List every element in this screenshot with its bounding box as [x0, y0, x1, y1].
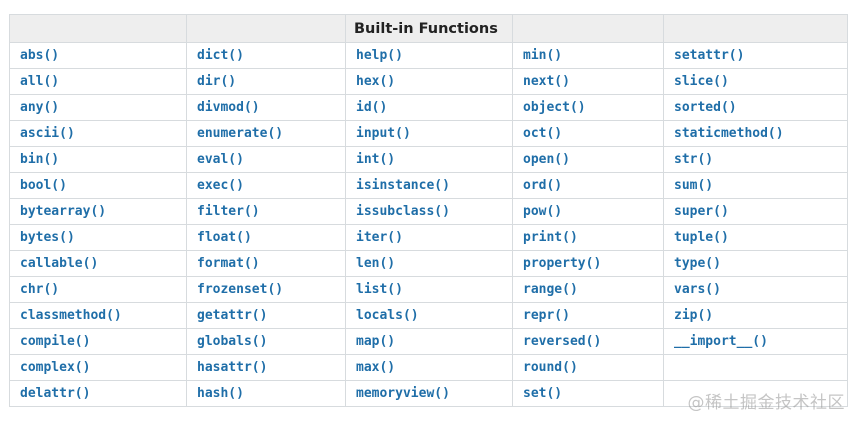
- function-link[interactable]: isinstance(): [345, 172, 513, 199]
- header-cell: [186, 14, 346, 43]
- table-body: abs()dict()help()min()setattr()all()dir(…: [9, 42, 848, 407]
- table-row: bytearray()filter()issubclass()pow()supe…: [9, 198, 848, 225]
- table-row: compile()globals()map()reversed()__impor…: [9, 328, 848, 355]
- function-link[interactable]: repr(): [512, 302, 664, 329]
- function-link[interactable]: __import__(): [663, 328, 848, 355]
- function-link[interactable]: list(): [345, 276, 513, 303]
- table-row: bool()exec()isinstance()ord()sum(): [9, 172, 848, 199]
- function-link[interactable]: compile(): [9, 328, 187, 355]
- function-link[interactable]: print(): [512, 224, 664, 251]
- function-link[interactable]: complex(): [9, 354, 187, 381]
- function-link[interactable]: bin(): [9, 146, 187, 173]
- function-link[interactable]: hash(): [186, 380, 346, 407]
- watermark: @稀土掘金技术社区: [687, 393, 845, 413]
- function-link[interactable]: memoryview(): [345, 380, 513, 407]
- empty-cell: [663, 354, 848, 381]
- table-row: all()dir()hex()next()slice(): [9, 68, 848, 95]
- function-link[interactable]: all(): [9, 68, 187, 95]
- function-link[interactable]: zip(): [663, 302, 848, 329]
- function-link[interactable]: range(): [512, 276, 664, 303]
- function-link[interactable]: hex(): [345, 68, 513, 95]
- function-link[interactable]: id(): [345, 94, 513, 121]
- function-link[interactable]: float(): [186, 224, 346, 251]
- function-link[interactable]: set(): [512, 380, 664, 407]
- function-link[interactable]: exec(): [186, 172, 346, 199]
- function-link[interactable]: staticmethod(): [663, 120, 848, 147]
- function-link[interactable]: pow(): [512, 198, 664, 225]
- function-link[interactable]: dict(): [186, 42, 346, 69]
- function-link[interactable]: super(): [663, 198, 848, 225]
- function-link[interactable]: format(): [186, 250, 346, 277]
- function-link[interactable]: bytes(): [9, 224, 187, 251]
- function-link[interactable]: setattr(): [663, 42, 848, 69]
- function-link[interactable]: len(): [345, 250, 513, 277]
- function-link[interactable]: chr(): [9, 276, 187, 303]
- table-row: bytes()float()iter()print()tuple(): [9, 224, 848, 251]
- function-link[interactable]: bytearray(): [9, 198, 187, 225]
- function-link[interactable]: round(): [512, 354, 664, 381]
- function-link[interactable]: locals(): [345, 302, 513, 329]
- table-row: ascii()enumerate()input()oct()staticmeth…: [9, 120, 848, 147]
- function-link[interactable]: input(): [345, 120, 513, 147]
- function-link[interactable]: open(): [512, 146, 664, 173]
- function-link[interactable]: next(): [512, 68, 664, 95]
- function-link[interactable]: hasattr(): [186, 354, 346, 381]
- function-link[interactable]: ord(): [512, 172, 664, 199]
- function-link[interactable]: delattr(): [9, 380, 187, 407]
- function-link[interactable]: bool(): [9, 172, 187, 199]
- function-link[interactable]: int(): [345, 146, 513, 173]
- header-row: Built-in Functions: [9, 14, 848, 43]
- function-link[interactable]: vars(): [663, 276, 848, 303]
- table-row: bin()eval()int()open()str(): [9, 146, 848, 173]
- function-link[interactable]: dir(): [186, 68, 346, 95]
- function-link[interactable]: divmod(): [186, 94, 346, 121]
- table-row: callable()format()len()property()type(): [9, 250, 848, 277]
- table-row: any()divmod()id()object()sorted(): [9, 94, 848, 121]
- function-link[interactable]: help(): [345, 42, 513, 69]
- function-link[interactable]: object(): [512, 94, 664, 121]
- function-link[interactable]: classmethod(): [9, 302, 187, 329]
- function-link[interactable]: filter(): [186, 198, 346, 225]
- function-link[interactable]: callable(): [9, 250, 187, 277]
- table-row: delattr()hash()memoryview()set(): [9, 380, 848, 407]
- function-link[interactable]: sorted(): [663, 94, 848, 121]
- function-link[interactable]: map(): [345, 328, 513, 355]
- function-link[interactable]: max(): [345, 354, 513, 381]
- function-link[interactable]: issubclass(): [345, 198, 513, 225]
- function-link[interactable]: frozenset(): [186, 276, 346, 303]
- function-link[interactable]: str(): [663, 146, 848, 173]
- table-header: Built-in Functions: [9, 14, 848, 43]
- table-row: chr()frozenset()list()range()vars(): [9, 276, 848, 303]
- function-link[interactable]: any(): [9, 94, 187, 121]
- table-row: classmethod()getattr()locals()repr()zip(…: [9, 302, 848, 329]
- function-link[interactable]: enumerate(): [186, 120, 346, 147]
- function-link[interactable]: getattr(): [186, 302, 346, 329]
- builtin-functions-table: Built-in Functions abs()dict()help()min(…: [9, 14, 848, 407]
- function-link[interactable]: slice(): [663, 68, 848, 95]
- function-link[interactable]: oct(): [512, 120, 664, 147]
- function-link[interactable]: globals(): [186, 328, 346, 355]
- function-link[interactable]: type(): [663, 250, 848, 277]
- function-link[interactable]: eval(): [186, 146, 346, 173]
- function-link[interactable]: iter(): [345, 224, 513, 251]
- function-link[interactable]: abs(): [9, 42, 187, 69]
- function-link[interactable]: reversed(): [512, 328, 664, 355]
- header-cell: [9, 14, 187, 43]
- table-title: Built-in Functions: [345, 14, 513, 43]
- function-link[interactable]: ascii(): [9, 120, 187, 147]
- header-cell: [512, 14, 664, 43]
- table-row: complex()hasattr()max()round(): [9, 354, 848, 381]
- header-cell: [663, 14, 848, 43]
- function-link[interactable]: min(): [512, 42, 664, 69]
- empty-cell: [663, 380, 848, 407]
- function-link[interactable]: tuple(): [663, 224, 848, 251]
- table-row: abs()dict()help()min()setattr(): [9, 42, 848, 69]
- function-link[interactable]: property(): [512, 250, 664, 277]
- function-link[interactable]: sum(): [663, 172, 848, 199]
